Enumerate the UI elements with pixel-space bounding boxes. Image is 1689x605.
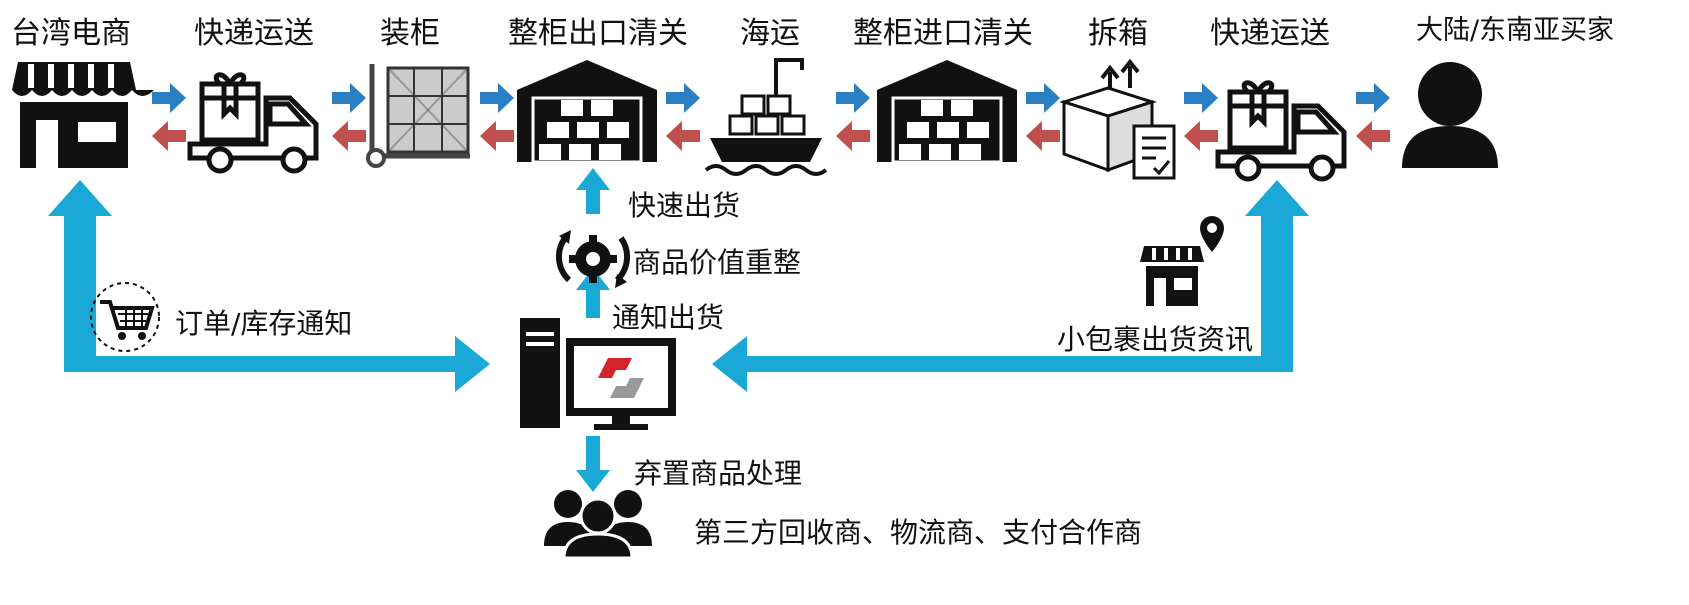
forward-arrow-icon [836, 83, 870, 113]
warehouse-icon [877, 60, 1017, 164]
unboxing-checklist-icon [1059, 58, 1176, 180]
order-notice-flow-arrow [48, 180, 490, 392]
forward-arrow-icon [152, 83, 186, 113]
stage-label-export-clearance: 整柜出口清关 [508, 16, 688, 51]
gear-sync-icon [555, 230, 631, 288]
fast-ship-label: 快速出货 [628, 189, 741, 222]
stage-label-container-loading: 装柜 [380, 16, 440, 51]
return-arrow-icon [666, 121, 700, 151]
center-flow-arrows [576, 168, 610, 492]
stage-label-taiwan-ecommerce: 台湾电商 [11, 16, 131, 51]
buyer-person-icon [1402, 62, 1498, 168]
return-arrow-icon [152, 121, 186, 151]
cargo-ship-icon [704, 58, 828, 176]
delivery-truck-icon [187, 72, 319, 174]
return-arrow-icon [1184, 121, 1218, 151]
forward-arrow-icon [666, 83, 700, 113]
return-arrow-icon [1356, 121, 1390, 151]
stage-label-express-delivery: 快递运送 [194, 16, 314, 51]
storefront-icon [12, 62, 154, 168]
stage-label-unboxing: 拆箱 [1088, 16, 1148, 51]
stage-label-buyer: 大陆/东南亚买家 [1415, 15, 1615, 46]
delivery-truck-icon [1215, 80, 1347, 182]
hand-truck-pallet-icon [366, 64, 470, 168]
forward-arrow-icon [332, 83, 366, 113]
order-notice-label: 订单/库存通知 [175, 307, 353, 340]
return-arrow-icon [1026, 121, 1060, 151]
computer-system-icon [520, 318, 676, 430]
shopping-cart-icon [90, 282, 160, 352]
stage-label-import-clearance: 整柜进口清关 [853, 16, 1033, 51]
people-group-icon [544, 490, 652, 560]
stage-label-sea-freight: 海运 [740, 16, 800, 51]
notify-ship-label: 通知出货 [612, 301, 725, 334]
discard-label: 弃置商品处理 [634, 457, 803, 490]
shop-location-icon [1140, 216, 1224, 306]
return-arrow-icon [480, 121, 514, 151]
stage-label-express-delivery-2: 快递运送 [1210, 16, 1330, 51]
parcel-info-label: 小包裹出货资讯 [1057, 323, 1254, 356]
warehouse-icon [517, 60, 657, 164]
partners-label: 第三方回收商、物流商、支付合作商 [694, 516, 1143, 549]
parcel-info-flow-arrow [712, 180, 1309, 392]
forward-arrow-icon [1184, 83, 1218, 113]
revalue-label: 商品价值重整 [633, 246, 802, 279]
stage-arrows [152, 83, 1390, 151]
forward-arrow-icon [1026, 83, 1060, 113]
forward-arrow-icon [480, 83, 514, 113]
return-arrow-icon [836, 121, 870, 151]
return-arrow-icon [332, 121, 366, 151]
forward-arrow-icon [1356, 83, 1390, 113]
